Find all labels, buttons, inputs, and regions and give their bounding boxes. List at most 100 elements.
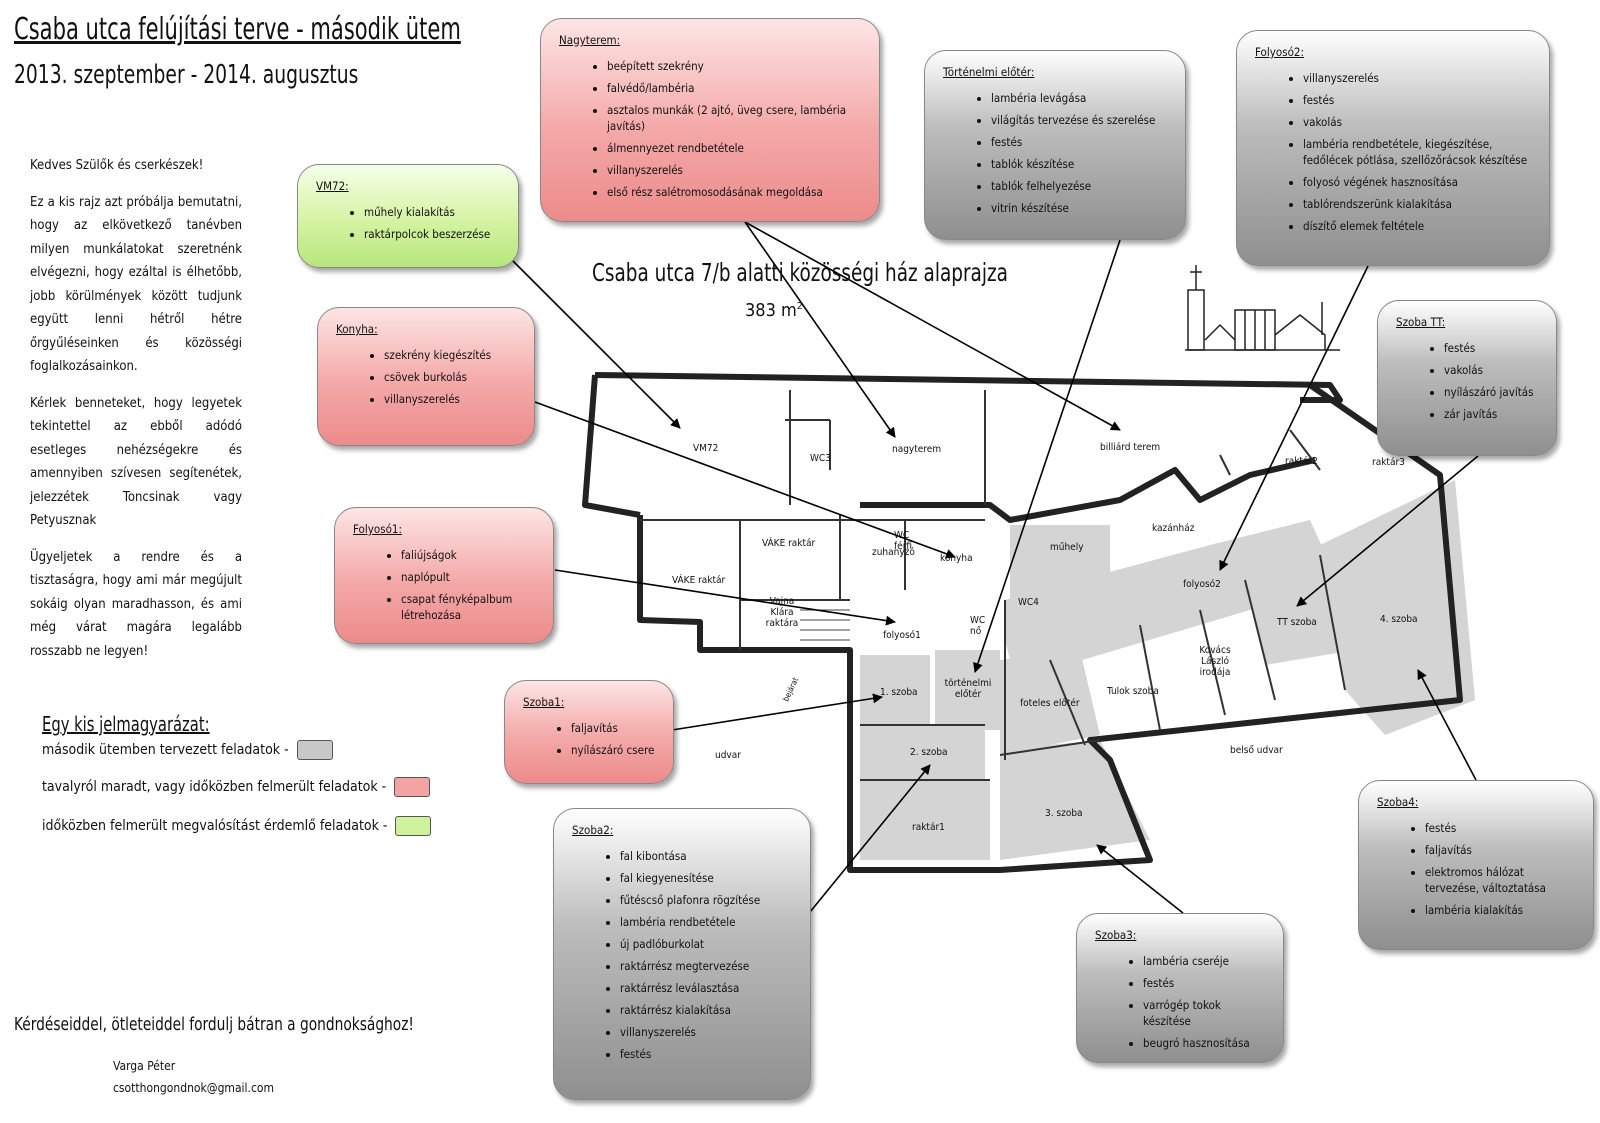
list-item: vitrin készítése [991, 200, 1171, 216]
list-item: csapat fényképalbum létrehozása [401, 591, 539, 623]
list-item: tablók felhelyezése [991, 178, 1171, 194]
intro-paragraph-2: Kérlek benneteket, hogy legyetek tekinte… [30, 395, 242, 529]
callout-nagyterem: Nagyterem: beépített szekrény falvédő/la… [540, 18, 880, 222]
list-item: faljavítás [571, 720, 659, 736]
legend-item-green: időközben felmerült megvalósítást érdeml… [42, 816, 432, 836]
room-label-folyoso1: folyosó1 [883, 630, 921, 641]
room-label-konyha: konyha [940, 553, 973, 564]
callout-konyha: Konyha: szekrény kiegészítés csövek burk… [317, 307, 535, 446]
callout-title: Konyha: [336, 322, 378, 336]
list-item: festés [1303, 92, 1535, 108]
room-label-foteles: foteles előtér [1020, 698, 1080, 709]
intro-text: Kedves Szülők és cserkészek! Ez a kis ra… [30, 154, 242, 676]
room-label-szoba2: 2. szoba [910, 747, 948, 758]
list-item: raktárrész kialakítása [620, 1002, 796, 1018]
list-item: folyosó végének hasznosítása [1303, 174, 1535, 190]
legend-item-gray: második ütemben tervezett feladatok - [42, 740, 333, 760]
list-item: csövek burkolás [384, 369, 520, 385]
intro-paragraph-3: Ügyeljetek a rendre és a tisztaságra, ho… [30, 549, 242, 659]
list-item: elektromos hálózat tervezése, változtatá… [1425, 864, 1579, 896]
list-item: nyílászáró javítás [1444, 384, 1542, 400]
list-item: első rész salétromosodásának megoldása [607, 184, 865, 200]
list-item: festés [1444, 340, 1542, 356]
plan-title: Csaba utca 7/b alatti közösségi ház alap… [592, 258, 1008, 287]
list-item: fal kibontása [620, 848, 796, 864]
room-label-udvar: udvar [715, 750, 741, 761]
legend-item-red: tavalyról maradt, vagy időközben felmerü… [42, 777, 431, 797]
legend-swatch-green [395, 816, 432, 836]
callout-title: Szoba3: [1095, 928, 1137, 942]
room-label-muhely: műhely [1050, 542, 1084, 553]
callout-list: műhely kialakítás raktárpolcok beszerzés… [316, 204, 504, 242]
callout-szoba2: Szoba2: fal kibontása fal kiegyenesítése… [553, 808, 811, 1100]
list-item: műhely kialakítás [364, 204, 504, 220]
list-item: naplópult [401, 569, 539, 585]
callout-title: Szoba2: [572, 823, 614, 837]
legend-swatch-red [394, 777, 431, 797]
legend-label: időközben felmerült megvalósítást érdeml… [42, 818, 388, 834]
list-item: fűtéscső plafonra rögzítése [620, 892, 796, 908]
callout-folyoso1: Folyosó1: faliújságok naplópult csapat f… [334, 507, 554, 644]
list-item: falvédő/lambéria [607, 80, 865, 96]
callout-list: faljavítás nyílászáró csere [523, 720, 659, 758]
signature-email[interactable]: csotthongondnok@gmail.com [113, 1081, 275, 1095]
callout-vm72: VM72: műhely kialakítás raktárpolcok bes… [297, 164, 519, 268]
room-label-vm72: VM72 [693, 443, 719, 454]
list-item: raktárrész leválasztása [620, 980, 796, 996]
callout-list: szekrény kiegészítés csövek burkolás vil… [336, 347, 520, 407]
staircase [800, 609, 850, 641]
list-item: asztalos munkák (2 ajtó, üveg csere, lam… [607, 102, 865, 134]
highlighted-rooms [860, 480, 1475, 860]
callout-list: lambéria levágása világítás tervezése és… [943, 90, 1171, 216]
callout-title: Folyosó1: [353, 522, 402, 536]
list-item: villanyszerelés [384, 391, 520, 407]
callout-title: Történelmi előtér: [943, 65, 1035, 79]
room-label-vajna: Vajna Klára raktára [765, 596, 799, 629]
intro-paragraph-1: Ez a kis rajz azt próbálja bemutatni, ho… [30, 194, 242, 375]
list-item: festés [991, 134, 1171, 150]
room-label-vake-small: VÁKE raktár [762, 538, 816, 549]
callout-title: VM72: [316, 179, 349, 193]
legend-title: Egy kis jelmagyarázat: [42, 712, 210, 736]
room-label-szoba1: 1. szoba [880, 687, 918, 698]
list-item: lambéria rendbetétele, kiegészítése, fed… [1303, 136, 1535, 168]
callout-list: festés vakolás nyílászáró javítás zár ja… [1396, 340, 1542, 422]
list-item: villanyszerelés [620, 1024, 796, 1040]
callout-list: faliújságok naplópult csapat fényképalbu… [353, 547, 539, 623]
callout-title: Szoba4: [1377, 795, 1419, 809]
room-label-kovacs: Kovács László irodája [1199, 645, 1231, 678]
list-item: lambéria cseréje [1143, 953, 1269, 969]
list-item: tablók készítése [991, 156, 1171, 172]
walls [582, 372, 1463, 873]
callout-title: Folyosó2: [1255, 45, 1304, 59]
pointer-arrows [509, 221, 1479, 914]
room-label-belso-udvar: belső udvar [1230, 745, 1283, 756]
list-item: lambéria levágása [991, 90, 1171, 106]
callout-title: Szoba TT: [1396, 315, 1446, 329]
callout-szoba-tt: Szoba TT: festés vakolás nyílászáró javí… [1377, 300, 1557, 456]
room-label-raktar2: raktár2 [1285, 456, 1318, 467]
footer-text: Kérdéseiddel, ötleteiddel fordulj bátran… [14, 1014, 414, 1035]
list-item: vakolás [1303, 114, 1535, 130]
room-label-tortenelmi: történelmi előtér [944, 678, 992, 700]
plan-area: 383 m2 [745, 300, 803, 321]
room-label-billiard: billiárd terem [1100, 442, 1161, 453]
area-exponent: 2 [796, 301, 803, 312]
room-label-zuhanyzo: zuhanyzó [872, 547, 915, 558]
page-title: Csaba utca felújítási terve - második üt… [14, 12, 461, 47]
list-item: festés [1143, 975, 1269, 991]
list-item: lambéria rendbetétele [620, 914, 796, 930]
list-item: faliújságok [401, 547, 539, 563]
room-label-folyoso2: folyosó2 [1183, 579, 1221, 590]
list-item: festés [1425, 820, 1579, 836]
list-item: faljavítás [1425, 842, 1579, 858]
room-label-wc4: WC4 [1018, 597, 1039, 608]
partitions [640, 390, 1346, 781]
room-label-tulok: Tulok szoba [1107, 686, 1159, 697]
room-label-wc-ferfi: WC férfi [894, 530, 913, 552]
room-label-raktar3: raktár3 [1372, 457, 1405, 468]
list-item: raktárrész megtervezése [620, 958, 796, 974]
callout-list: festés faljavítás elektromos hálózat ter… [1377, 820, 1579, 918]
list-item: villanyszerelés [607, 162, 865, 178]
